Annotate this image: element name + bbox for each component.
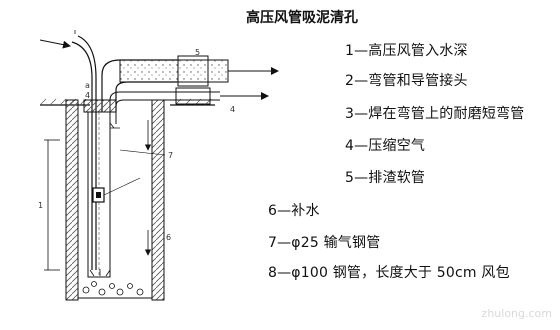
dimension-line <box>44 139 60 271</box>
label-c: 6 <box>166 233 171 242</box>
casing-wall-right <box>151 99 165 301</box>
sediment <box>78 269 152 299</box>
label-b: 4 <box>85 91 90 100</box>
top-cover <box>83 99 117 113</box>
watermark: zhulong.com <box>481 307 552 320</box>
legend-item-4: 4—压缩空气 <box>345 138 426 154</box>
ground-line <box>39 98 215 106</box>
label-a: a <box>85 81 90 90</box>
legend-item-8: 8—φ100 钢管，长度大于 50cm 风包 <box>268 265 510 281</box>
label-dimension: 1 <box>38 201 43 210</box>
label-lower-pipe: 4 <box>230 105 235 114</box>
casing-wall-left <box>65 99 79 301</box>
legend-item-6: 6—补水 <box>268 203 320 219</box>
label-hose: 5 <box>195 48 200 57</box>
legend-item-2: 2—弯管和导管接头 <box>345 73 468 89</box>
legend-item-3: 3—焊在弯管上的耐磨短弯管 <box>345 106 525 122</box>
lower-pipe <box>109 87 269 124</box>
air-pipe <box>39 30 97 270</box>
legend-item-7: 7—φ25 输气钢管 <box>268 235 381 251</box>
diagram-title: 高压风管吸泥清孔 <box>246 10 358 26</box>
legend-item-5: 5—排渣软管 <box>345 170 426 186</box>
air-chamber <box>92 187 105 203</box>
discharge-hose <box>101 55 279 112</box>
legend-item-1: 1—高压风管入水深 <box>345 43 468 59</box>
label-7: 7 <box>168 151 173 160</box>
